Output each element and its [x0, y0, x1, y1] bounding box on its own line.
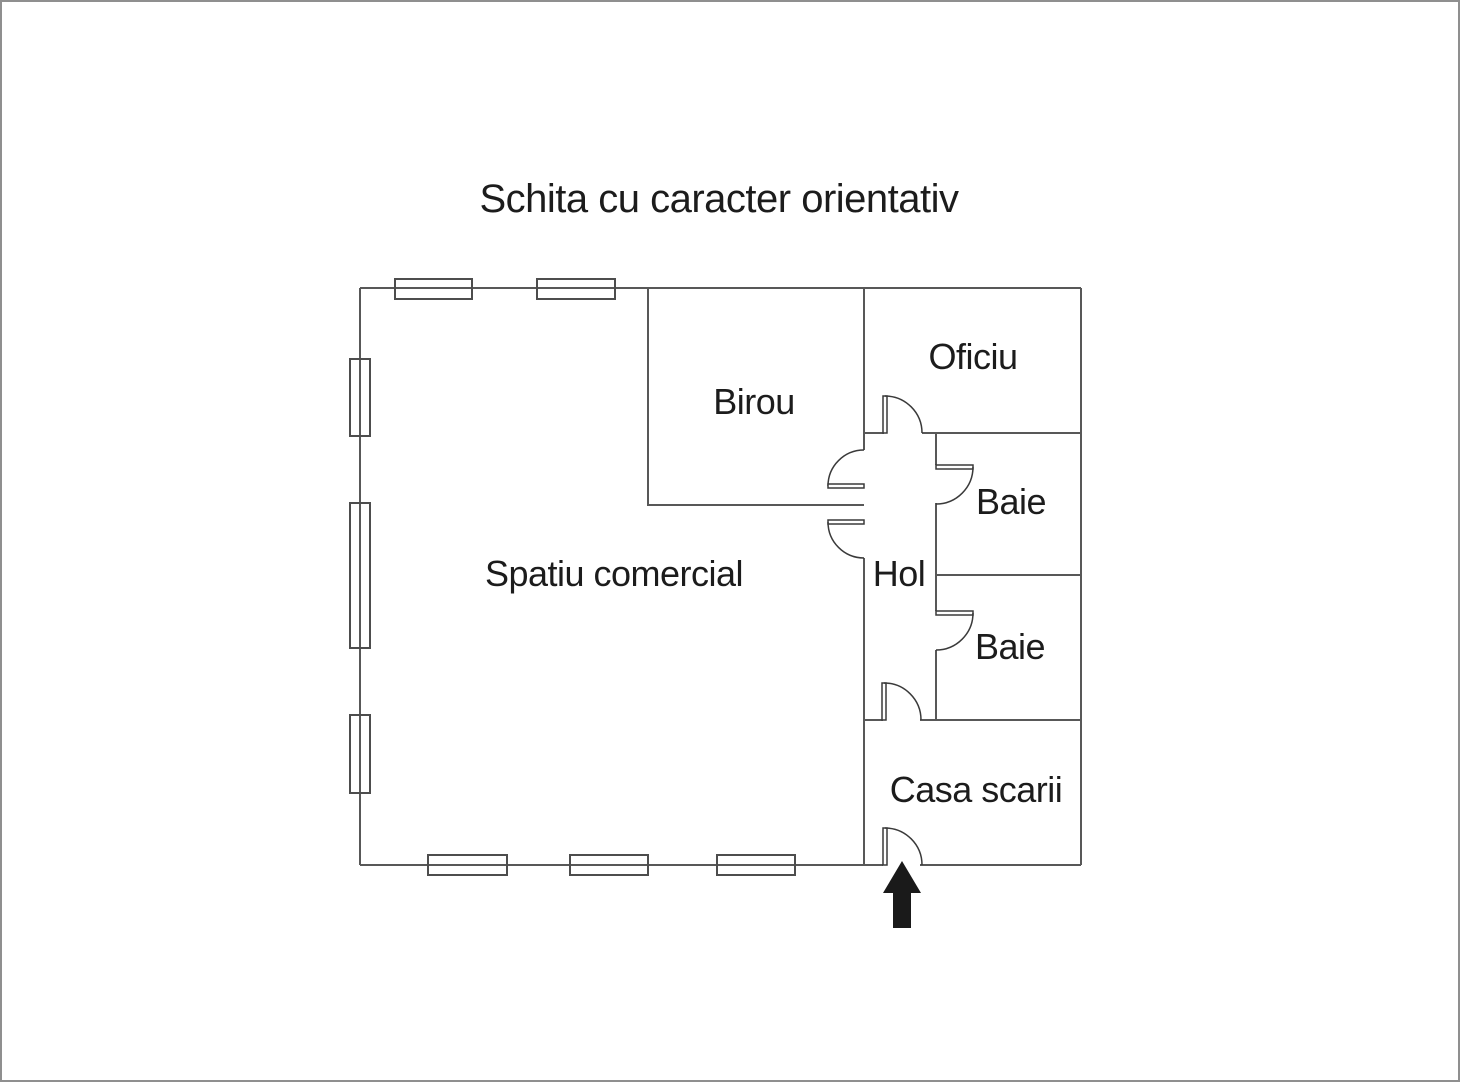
door-arc-baie-top [935, 466, 974, 505]
door-leaf-entrance [882, 827, 888, 866]
door-leaf-spatiu [827, 519, 865, 525]
room-label-spatiu-comercial: Spatiu comercial [485, 553, 743, 594]
door-arc-oficiu [884, 395, 923, 434]
wall-birou [647, 288, 864, 506]
window-icon-bottom-3 [716, 854, 796, 876]
room-label-hol: Hol [873, 553, 926, 594]
door-leaf-baie-top [935, 464, 974, 470]
room-label-oficiu: Oficiu [928, 336, 1017, 377]
window-icon-left-1 [349, 358, 371, 437]
door-arc-spatiu [827, 521, 865, 559]
page-title: Schita cu caracter orientativ [479, 177, 959, 221]
room-label-baie-top: Baie [976, 481, 1046, 522]
door-leaf-oficiu [882, 395, 888, 434]
walls [359, 287, 1082, 866]
room-label-birou: Birou [713, 381, 795, 422]
entrance-arrow-icon [883, 861, 921, 928]
room-label-baie-bottom: Baie [975, 626, 1045, 667]
window-symbols [349, 278, 796, 876]
window-icon-top-2 [536, 278, 616, 300]
door-leaf-baie-bottom [935, 610, 974, 616]
room-label-casa-scarii: Casa scarii [890, 769, 1063, 810]
door-arc-entrance [884, 827, 923, 866]
door-arc-casa-scarii [883, 682, 922, 721]
door-leaf-birou [827, 483, 865, 489]
window-icon-bottom-2 [569, 854, 649, 876]
window-icon-left-3 [349, 714, 371, 794]
door-symbols [827, 395, 974, 866]
window-icon-top-1 [394, 278, 473, 300]
door-arc-birou [827, 449, 865, 487]
window-icon-left-2 [349, 502, 371, 649]
window-icon-bottom-1 [427, 854, 508, 876]
door-arc-baie-bottom [935, 612, 974, 651]
door-leaf-casa-scarii [881, 682, 887, 721]
